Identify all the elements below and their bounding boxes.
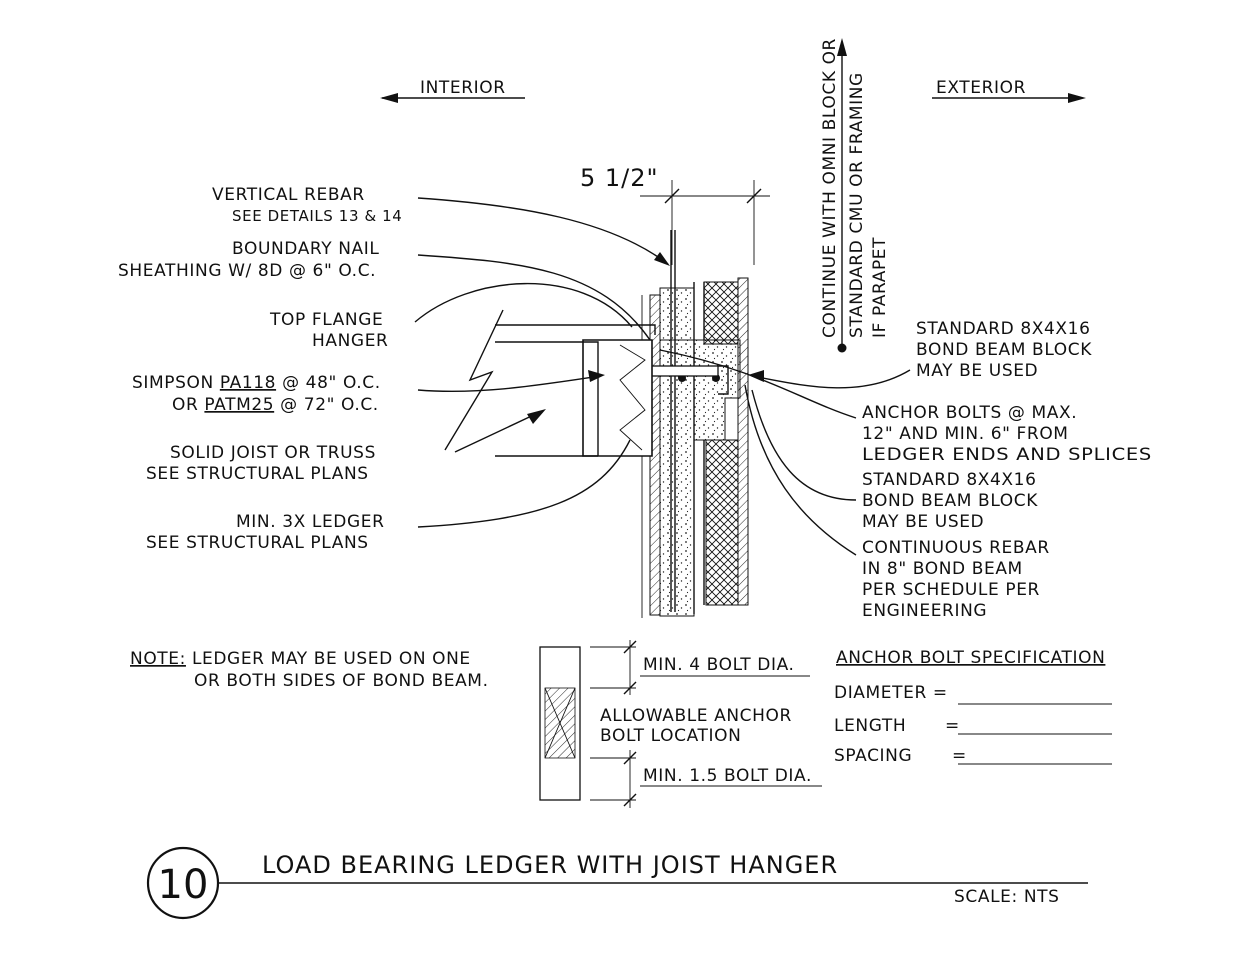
scale-label: SCALE: NTS <box>954 887 1060 907</box>
spec-heading: ANCHOR BOLT SPECIFICATION <box>836 648 1105 668</box>
note: NOTE: LEDGER MAY BE USED ON ONE OR BOTH … <box>130 649 489 691</box>
continuation-arrow: CONTINUE WITH OMNI BLOCK OR STANDARD CMU… <box>820 38 890 353</box>
bond-beam-mid-line1: STANDARD 8X4X16 <box>862 470 1036 490</box>
interior-arrow: INTERIOR <box>380 78 525 103</box>
min-bottom-label: MIN. 1.5 BOLT DIA. <box>643 766 812 786</box>
callout-vertical-rebar: VERTICAL REBAR SEE DETAILS 13 & 14 <box>212 185 670 266</box>
bond-beam-top-line1: STANDARD 8X4X16 <box>916 319 1090 339</box>
boundary-nail-label: BOUNDARY NAIL <box>232 239 379 259</box>
ledger-label: MIN. 3X LEDGER <box>236 512 385 532</box>
anchor-bolts-line1: ANCHOR BOLTS @ MAX. <box>862 403 1077 423</box>
continuous-rebar-line2: IN 8" BOND BEAM <box>862 559 1023 579</box>
callout-simpson: SIMPSON PA118 @ 48" O.C. OR PATM25 @ 72"… <box>132 370 605 415</box>
anchor-bolt-spec: ANCHOR BOLT SPECIFICATION DIAMETER = LEN… <box>834 648 1112 766</box>
continuation-note-line1: CONTINUE WITH OMNI BLOCK OR <box>820 38 840 338</box>
vertical-rebar-sub: SEE DETAILS 13 & 14 <box>232 207 402 225</box>
note-line1: NOTE: LEDGER MAY BE USED ON ONE <box>130 649 471 669</box>
callout-continuous-rebar: CONTINUOUS REBAR IN 8" BOND BEAM PER SCH… <box>744 384 1050 621</box>
title-block: 10 LOAD BEARING LEDGER WITH JOIST HANGER… <box>146 846 1088 920</box>
min-top-label: MIN. 4 BOLT DIA. <box>643 655 795 675</box>
continuous-rebar-line1: CONTINUOUS REBAR <box>862 538 1050 558</box>
simpson-line2: OR PATM25 @ 72" O.C. <box>172 395 379 415</box>
exterior-arrow: EXTERIOR <box>932 78 1086 103</box>
solid-joist-label: SOLID JOIST OR TRUSS <box>170 443 376 463</box>
bond-beam-mid-line2: BOND BEAM BLOCK <box>862 491 1038 511</box>
callout-boundary-nail: BOUNDARY NAIL SHEATHING W/ 8D @ 6" O.C. <box>118 239 651 341</box>
callout-bond-beam-top: STANDARD 8X4X16 BOND BEAM BLOCK MAY BE U… <box>748 319 1092 389</box>
dimension-label: 5 1/2" <box>580 164 659 192</box>
exterior-label: EXTERIOR <box>936 78 1026 98</box>
bolt-location-diagram: MIN. 4 BOLT DIA. ALLOWABLE ANCHOR BOLT L… <box>539 640 822 808</box>
spec-spacing-eq: = <box>952 746 967 766</box>
simpson-line1: SIMPSON PA118 @ 48" O.C. <box>132 373 381 393</box>
spec-length-label: LENGTH <box>834 716 906 736</box>
continuation-note-line2: STANDARD CMU OR FRAMING <box>847 72 867 338</box>
boundary-nail-sub: SHEATHING W/ 8D @ 6" O.C. <box>118 261 376 281</box>
continuous-rebar-line4: ENGINEERING <box>862 601 987 621</box>
top-flange-sub: HANGER <box>312 331 388 351</box>
bond-beam-top-line3: MAY BE USED <box>916 361 1038 381</box>
wall-dimension: 5 1/2" <box>580 164 770 265</box>
anchor-bolts-line3: LEDGER ENDS AND SPLICES <box>862 445 1152 465</box>
detail-number: 10 <box>158 862 209 908</box>
allowable-line1: ALLOWABLE ANCHOR <box>600 706 792 726</box>
bond-beam-mid-line3: MAY BE USED <box>862 512 984 532</box>
bond-beam-top-line2: BOND BEAM BLOCK <box>916 340 1092 360</box>
interior-label: INTERIOR <box>420 78 506 98</box>
spec-spacing-label: SPACING <box>834 746 912 766</box>
vertical-rebar-label: VERTICAL REBAR <box>212 185 365 205</box>
callout-solid-joist: SOLID JOIST OR TRUSS SEE STRUCTURAL PLAN… <box>146 443 376 484</box>
callout-ledger: MIN. 3X LEDGER SEE STRUCTURAL PLANS <box>146 439 631 553</box>
callout-top-flange: TOP FLANGE HANGER <box>269 282 633 351</box>
continuous-rebar-line3: PER SCHEDULE PER <box>862 580 1040 600</box>
allowable-line2: BOLT LOCATION <box>600 726 741 746</box>
callout-bond-beam-mid: STANDARD 8X4X16 BOND BEAM BLOCK MAY BE U… <box>751 389 1038 532</box>
ledger-assembly <box>444 309 656 457</box>
top-flange-label: TOP FLANGE <box>269 310 383 330</box>
solid-joist-sub: SEE STRUCTURAL PLANS <box>146 464 369 484</box>
spec-diameter-label: DIAMETER = <box>834 683 948 703</box>
callout-anchor-bolts: ANCHOR BOLTS @ MAX. 12" AND MIN. 6" FROM… <box>659 349 1152 465</box>
anchor-bolts-line2: 12" AND MIN. 6" FROM <box>862 424 1069 444</box>
spec-length-eq: = <box>945 716 960 736</box>
ledger-sub: SEE STRUCTURAL PLANS <box>146 533 369 553</box>
note-line2: OR BOTH SIDES OF BOND BEAM. <box>194 671 489 691</box>
continuation-note-line3: IF PARAPET <box>870 237 890 338</box>
drawing-title: LOAD BEARING LEDGER WITH JOIST HANGER <box>262 851 838 879</box>
